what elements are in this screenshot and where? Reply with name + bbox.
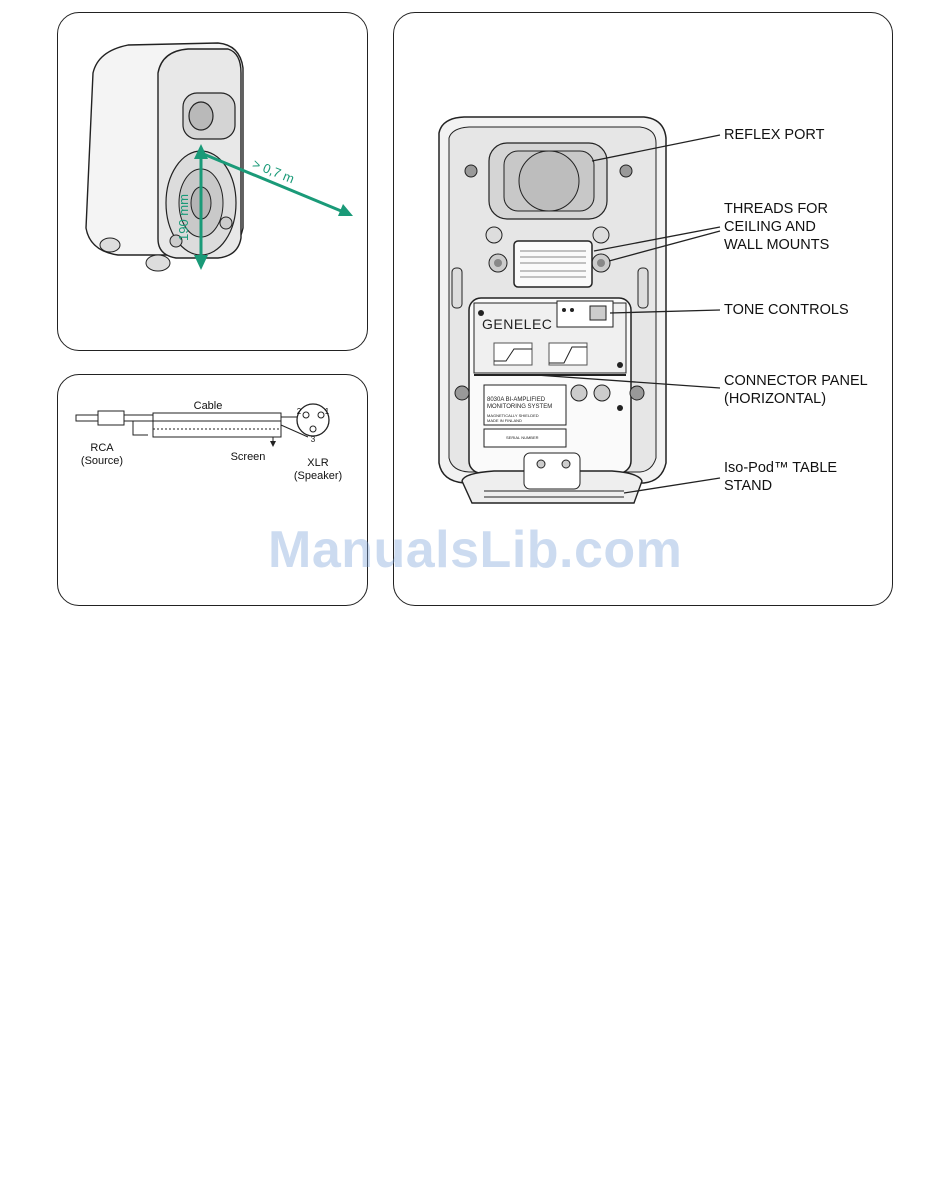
- callout-isopod-1: Iso-Pod™ TABLE: [724, 459, 837, 477]
- screen-label: Screen: [218, 451, 278, 464]
- callout-threads-3: WALL MOUNTS: [724, 236, 829, 254]
- speaker-front-illustration: [58, 13, 368, 351]
- rca-label: RCA: [72, 442, 132, 455]
- callout-tone-controls: TONE CONTROLS: [724, 301, 849, 319]
- brand-logo: GENELEC: [482, 316, 552, 332]
- height-label: 190 mm: [176, 194, 191, 241]
- label-system: MONITORING SYSTEM: [487, 404, 552, 410]
- pin-3-label: 3: [308, 433, 318, 446]
- label-made: MADE IN FINLAND: [487, 418, 522, 423]
- xlr-sub-label: (Speaker): [286, 470, 350, 483]
- callout-connector-1: CONNECTOR PANEL: [724, 372, 868, 390]
- pin-1-label: 1: [322, 405, 332, 418]
- callout-threads-1: THREADS FOR: [724, 200, 828, 218]
- label-serial: SERIAL NUMBER: [506, 435, 539, 440]
- callout-reflex-port: REFLEX PORT: [724, 126, 824, 144]
- rear-view-panel: GENELEC 8030A BI-AMPLIFIED MONITORING SY…: [393, 12, 893, 606]
- pin-2-label: 2: [294, 405, 304, 418]
- label-model: 8030A BI-AMPLIFIED: [487, 397, 545, 403]
- callout-connector-2: (HORIZONTAL): [724, 390, 826, 408]
- rca-sub-label: (Source): [72, 455, 132, 468]
- cable-label: Cable: [178, 400, 238, 413]
- watermark-text: ManualsLib.com: [268, 520, 682, 580]
- speaker-placement-panel: > 0,7 m 190 mm: [57, 12, 368, 351]
- callout-isopod-2: STAND: [724, 477, 772, 495]
- callout-threads-2: CEILING AND: [724, 218, 816, 236]
- xlr-label: XLR: [288, 457, 348, 470]
